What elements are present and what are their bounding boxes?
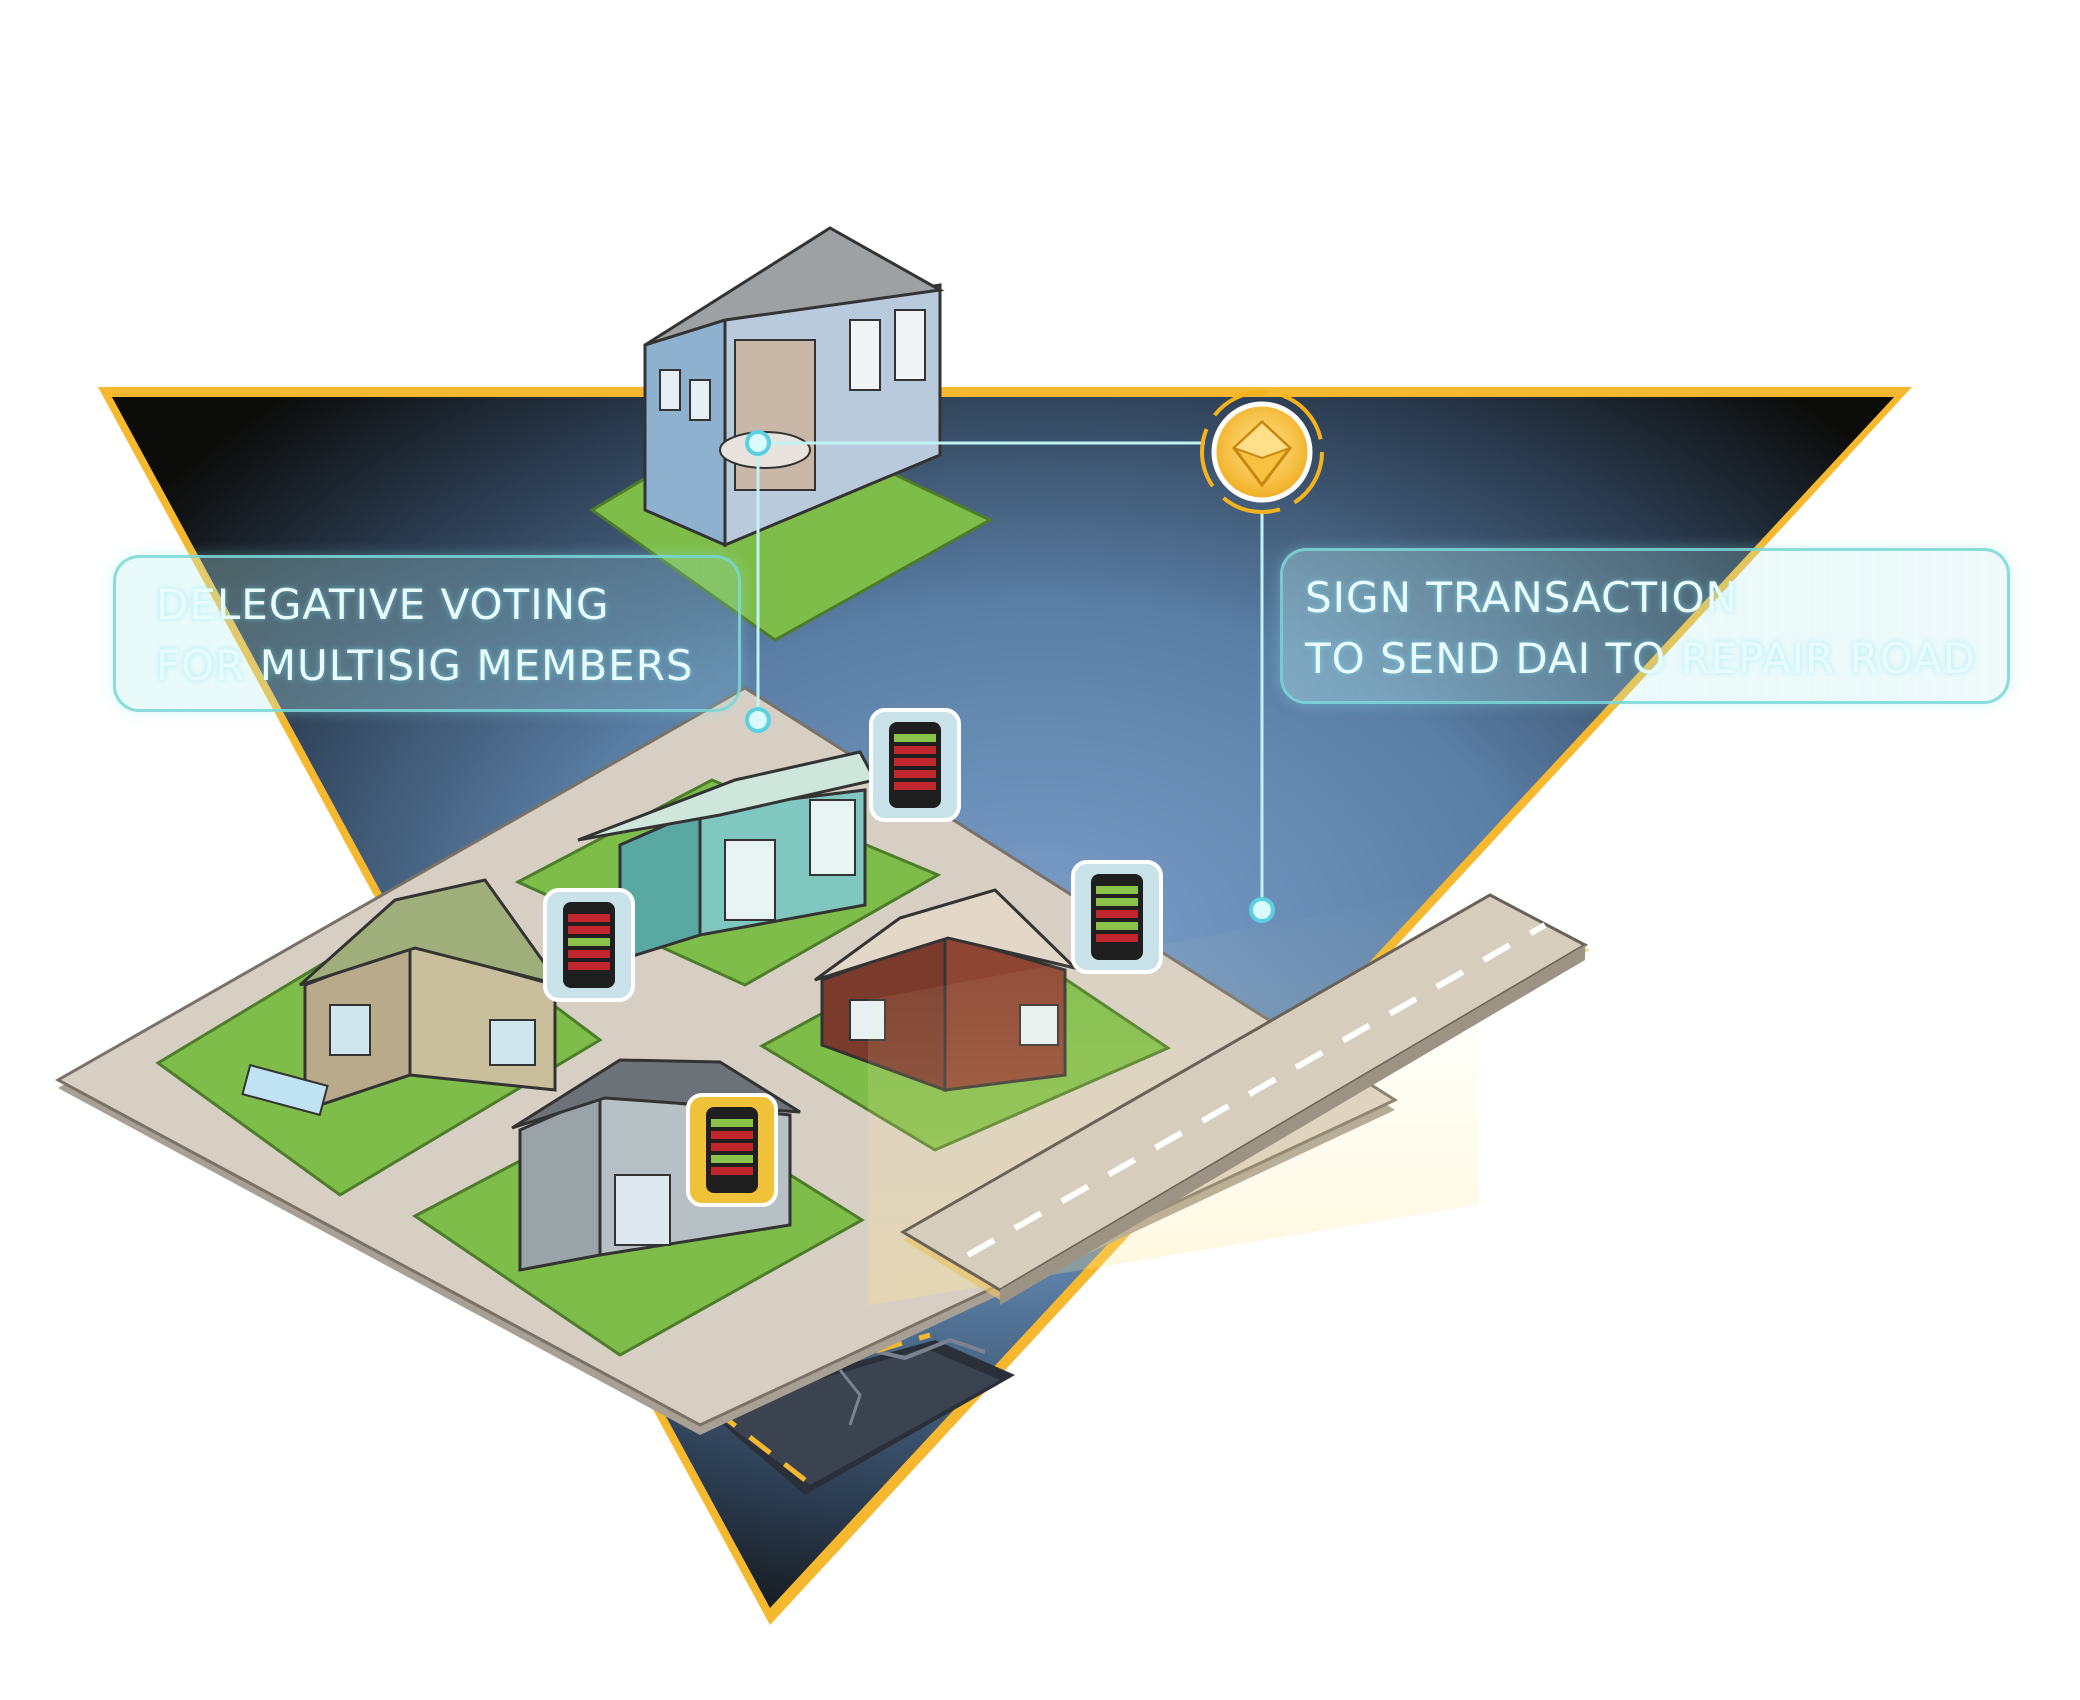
repaired-road	[868, 885, 1590, 1305]
connector-node-icon	[745, 430, 1275, 923]
callout-delegative-voting: DELEGATIVE VOTING FOR MULTISIG MEMBERS	[113, 555, 741, 712]
callout-sign-line2: TO SEND DAI TO REPAIR ROAD	[1305, 634, 1977, 683]
smartphone-ballot-icon	[543, 708, 1163, 1207]
office-building	[589, 226, 994, 642]
dai-token-icon	[1200, 390, 1324, 514]
house-olive	[241, 878, 564, 1117]
callout-sign-line1: SIGN TRANSACTION	[1305, 573, 1738, 622]
callout-delegative-line2: FOR MULTISIG MEMBERS	[156, 641, 694, 690]
house-teal	[577, 750, 878, 963]
connector-lines	[756, 441, 1264, 910]
broken-road	[700, 1332, 1015, 1495]
callout-delegative-line1: DELEGATIVE VOTING	[156, 580, 610, 629]
callout-sign-transaction: SIGN TRANSACTION TO SEND DAI TO REPAIR R…	[1280, 548, 2010, 704]
